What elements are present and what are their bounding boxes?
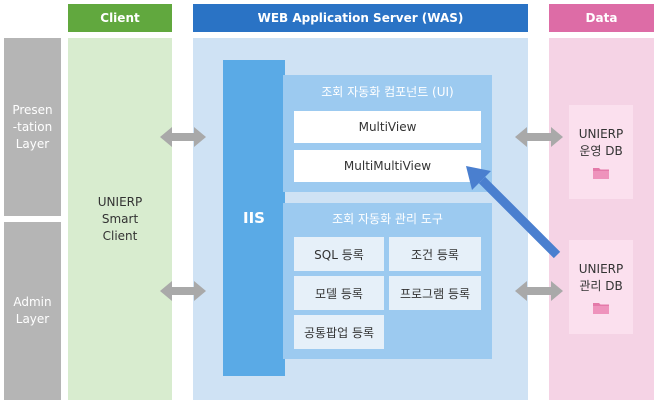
multiview-item[interactable]: MultiView <box>294 111 481 143</box>
folder-icon <box>593 167 609 179</box>
client-column: UNIERP Smart Client <box>68 38 172 400</box>
arrow-client-to-was-top <box>160 127 206 147</box>
tools-panel: 조회 자동화 관리 도구 SQL 등록 조건 등록 모델 등록 프로그램 등록 … <box>283 203 492 359</box>
tool-program-register[interactable]: 프로그램 등록 <box>389 276 481 310</box>
operation-db-box: UNIERP 운영 DB <box>569 105 633 199</box>
tool-sql-register[interactable]: SQL 등록 <box>294 237 384 271</box>
tool-condition-register[interactable]: 조건 등록 <box>389 237 481 271</box>
multimultiview-item[interactable]: MultiMultiView <box>294 150 481 182</box>
presentation-layer-text: Presen -tation Layer <box>12 102 53 151</box>
arrow-client-to-was-bottom <box>160 281 206 301</box>
smart-client-label: UNIERP Smart Client <box>97 194 143 243</box>
tools-title: 조회 자동화 관리 도구 <box>332 211 443 226</box>
tool-model-register[interactable]: 모델 등록 <box>294 276 384 310</box>
iis-bar: IIS <box>223 60 285 376</box>
iis-label: IIS <box>243 209 265 227</box>
ui-component-panel: 조회 자동화 컴포넌트 (UI) MultiView MultiMultiVie… <box>283 75 492 192</box>
arrow-was-to-data-bottom <box>515 281 563 301</box>
was-header: WEB Application Server (WAS) <box>193 4 528 32</box>
presentation-layer-label: Presen -tation Layer <box>4 38 61 216</box>
tool-common-popup-register[interactable]: 공통팝업 등록 <box>294 315 384 349</box>
admin-layer-text: Admin Layer <box>13 295 52 326</box>
arrow-was-to-data-top <box>515 127 563 147</box>
data-column <box>549 38 654 400</box>
arrow-db-to-multimultiview <box>466 166 561 259</box>
operation-db-label: UNIERP 운영 DB <box>578 126 624 158</box>
client-header: Client <box>68 4 172 32</box>
admin-layer-label: Admin Layer <box>4 222 61 400</box>
folder-icon <box>593 302 609 314</box>
management-db-box: UNIERP 관리 DB <box>569 240 633 334</box>
ui-component-title: 조회 자동화 컴포넌트 (UI) <box>321 84 454 99</box>
data-header: Data <box>549 4 654 32</box>
management-db-label: UNIERP 관리 DB <box>578 261 624 293</box>
